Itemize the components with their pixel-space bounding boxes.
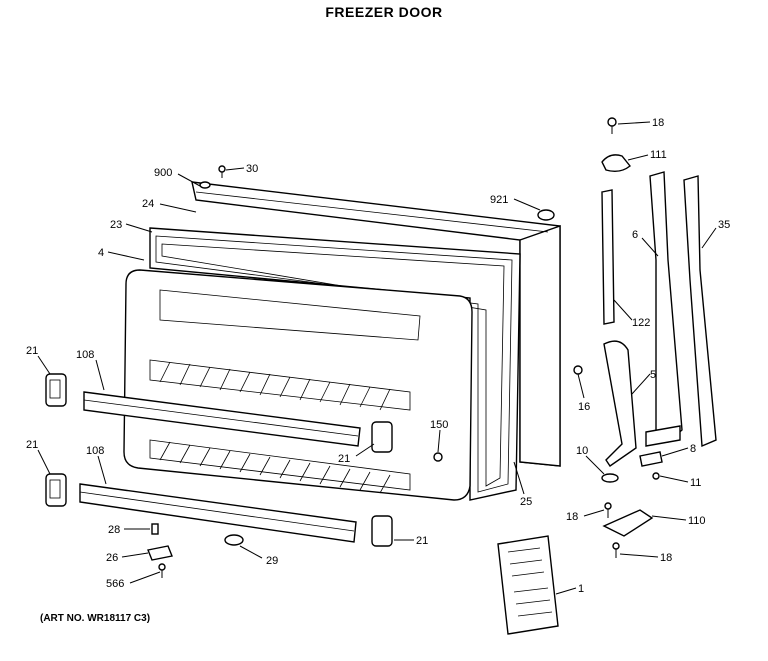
screw-18-mid — [604, 502, 612, 518]
callout: 11 — [690, 477, 701, 489]
callout: 108 — [86, 445, 104, 457]
callout: 16 — [578, 401, 590, 413]
bracket-8 — [639, 451, 663, 467]
callout: 21 — [26, 439, 38, 451]
screw-11 — [652, 472, 660, 480]
callout: 28 — [108, 524, 120, 536]
outer-door-panel — [191, 181, 561, 467]
grommet-29 — [224, 534, 244, 546]
callout: 8 — [690, 443, 696, 455]
hinge-5 — [603, 340, 637, 467]
hinge-cap-111 — [601, 154, 631, 173]
callout: 29 — [266, 555, 278, 567]
instruction-booklet — [497, 535, 559, 635]
screw-566 — [158, 563, 166, 578]
callout: 1 — [578, 583, 584, 595]
callout: 25 — [520, 496, 532, 508]
callout: 6 — [632, 229, 638, 241]
callout: 24 — [142, 198, 154, 210]
callout: 18 — [652, 117, 664, 129]
art-number: (ART NO. WR18117 C3) — [40, 613, 151, 624]
callout: 23 — [110, 219, 122, 231]
shelf-bar-upper — [83, 391, 361, 447]
callout: 18 — [660, 552, 672, 564]
callout: 10 — [576, 445, 588, 457]
callout: 26 — [106, 552, 118, 564]
door-gasket — [149, 227, 521, 501]
callout: 21 — [416, 535, 428, 547]
callout: 5 — [650, 369, 656, 381]
callout: 4 — [98, 247, 104, 259]
door-liner — [123, 269, 473, 501]
shelf-end-cap — [45, 373, 393, 547]
screw-18-top — [607, 117, 617, 134]
bracket-26 — [147, 545, 173, 561]
callout: 30 — [246, 163, 258, 175]
handle-trim-35 — [683, 175, 717, 448]
callout: 122 — [632, 317, 650, 329]
handle-6 — [645, 171, 683, 447]
strip-122 — [601, 189, 615, 325]
leader-lines — [37, 121, 717, 595]
callout: 921 — [490, 194, 508, 206]
callout: 35 — [718, 219, 730, 231]
screw-18-low — [612, 542, 620, 558]
plug-921 — [537, 209, 555, 221]
screw-30 — [218, 165, 226, 178]
callout: 21 — [26, 345, 38, 357]
shelf-bar-lower — [79, 483, 357, 543]
callout: 110 — [688, 515, 706, 527]
washer-10 — [601, 473, 619, 483]
screw-150 — [433, 452, 443, 462]
callout: 108 — [76, 349, 94, 361]
callout: 21 — [338, 453, 350, 465]
page-title: FREEZER DOOR — [325, 4, 443, 20]
screw-16 — [573, 365, 583, 375]
callout: 150 — [430, 419, 448, 431]
callout-labels: 18 111 30 900 921 24 23 4 6 35 122 21 10… — [26, 117, 730, 595]
callout: 18 — [566, 511, 578, 523]
callout: 566 — [106, 578, 124, 590]
bushing-28 — [151, 523, 159, 535]
callout: 111 — [650, 149, 667, 161]
callout: 900 — [154, 167, 172, 179]
hinge-110 — [602, 509, 654, 537]
